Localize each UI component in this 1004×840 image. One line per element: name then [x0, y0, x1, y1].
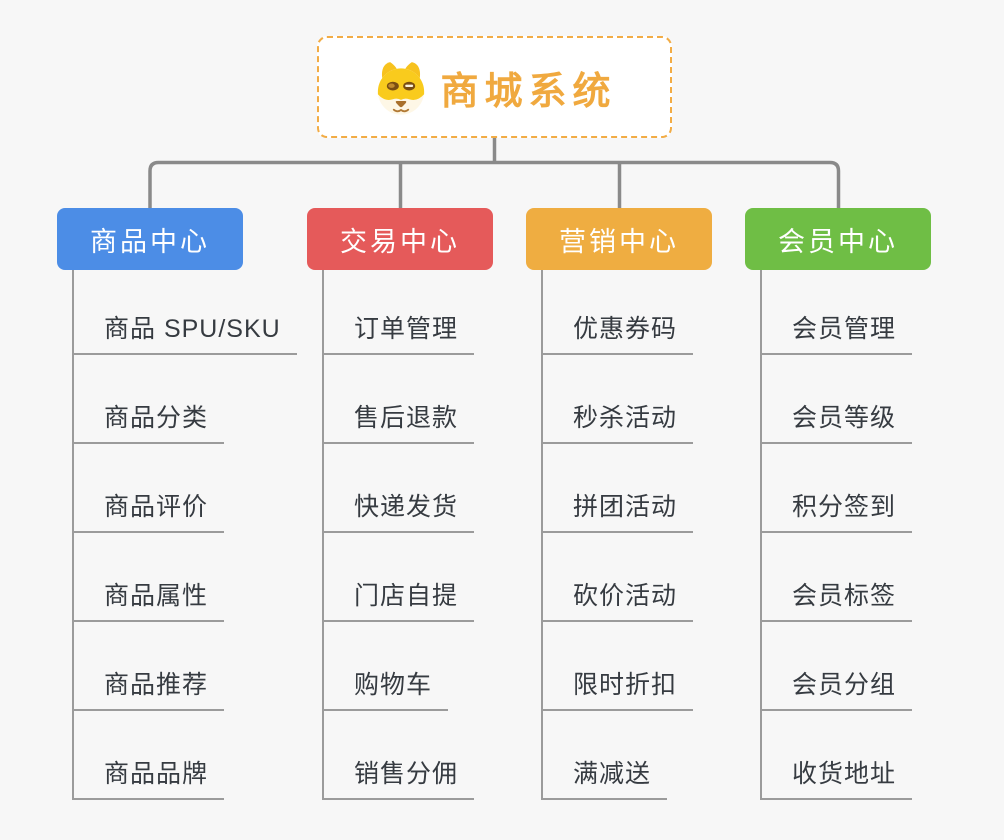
branch-child-node[interactable]: 商品评价 [72, 492, 225, 533]
branch-child-node[interactable]: 快递发货 [322, 492, 475, 533]
branch-child-node[interactable]: 优惠券码 [541, 314, 694, 355]
branch-label: 交易中心 [340, 226, 460, 257]
branch-child-node[interactable]: 商品推荐 [72, 670, 225, 711]
branch-child-node[interactable]: 砍价活动 [541, 581, 694, 622]
root-node[interactable]: 商城系统 [317, 36, 672, 138]
branch-child-node[interactable]: 拼团活动 [541, 492, 694, 533]
branch-child-node[interactable]: 售后退款 [322, 403, 475, 444]
branch-child-node[interactable]: 会员分组 [760, 670, 913, 711]
branch-child-node[interactable]: 限时折扣 [541, 670, 694, 711]
branch-node[interactable]: 交易中心 [307, 208, 493, 270]
branch-child-node[interactable]: 秒杀活动 [541, 403, 694, 444]
branch-child-node[interactable]: 商品属性 [72, 581, 225, 622]
branch-child-node[interactable]: 满减送 [541, 759, 668, 800]
branch-spine-line [760, 270, 762, 800]
branch-child-node[interactable]: 会员标签 [760, 581, 913, 622]
branch-child-node[interactable]: 销售分佣 [322, 759, 475, 800]
branch-label: 会员中心 [778, 226, 898, 257]
branch-child-node[interactable]: 商品品牌 [72, 759, 225, 800]
branch-child-node[interactable]: 积分签到 [760, 492, 913, 533]
branch-spine-line [72, 270, 74, 800]
branch-child-node[interactable]: 收货地址 [760, 759, 913, 800]
branch-child-node[interactable]: 会员管理 [760, 314, 913, 355]
branch-child-node[interactable]: 会员等级 [760, 403, 913, 444]
branch-child-node[interactable]: 订单管理 [322, 314, 475, 355]
branch-child-node[interactable]: 商品 SPU/SKU [72, 314, 297, 355]
branch-child-node[interactable]: 门店自提 [322, 581, 475, 622]
doge-icon [378, 62, 425, 115]
branch-spine-line [322, 270, 324, 800]
bus-line [148, 160, 841, 208]
branch-node[interactable]: 营销中心 [526, 208, 712, 270]
branch-child-node[interactable]: 购物车 [322, 670, 449, 711]
branch-child-node[interactable]: 商品分类 [72, 403, 225, 444]
branch-label: 商品中心 [90, 226, 210, 257]
branch-label: 营销中心 [559, 226, 679, 257]
root-title: 商城系统 [440, 70, 617, 113]
branch-node[interactable]: 会员中心 [745, 208, 931, 270]
branch-spine-line [541, 270, 543, 800]
branch-node[interactable]: 商品中心 [57, 208, 243, 270]
